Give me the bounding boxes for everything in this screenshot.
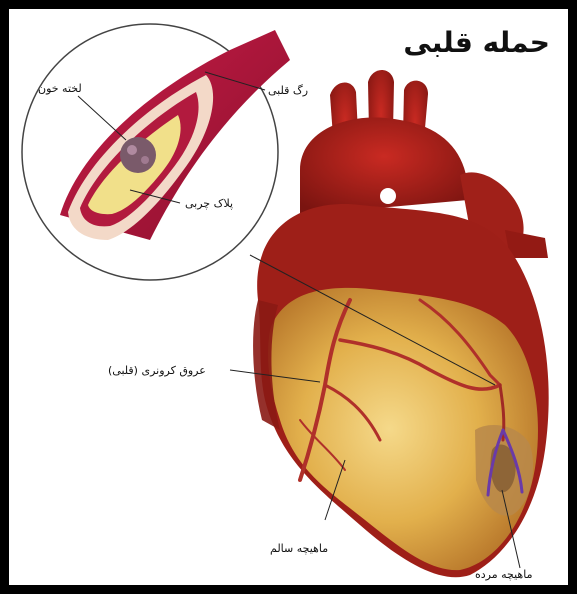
diagram-title: حمله قلبی: [390, 26, 550, 59]
label-coronary-vessel: رگ قلبی: [268, 84, 308, 97]
heart-body: [253, 204, 549, 577]
label-blood-clot: لخته خون: [38, 82, 82, 95]
label-dead-muscle: ماهیچه مرده: [475, 568, 532, 581]
magnified-vessel-inset: [22, 24, 290, 280]
label-healthy-muscle: ماهیچه سالم: [270, 542, 328, 555]
label-coronary-arteries: عروق کرونری (قلبی): [108, 364, 206, 377]
label-fatty-plaque: پلاک چربی: [185, 197, 233, 210]
